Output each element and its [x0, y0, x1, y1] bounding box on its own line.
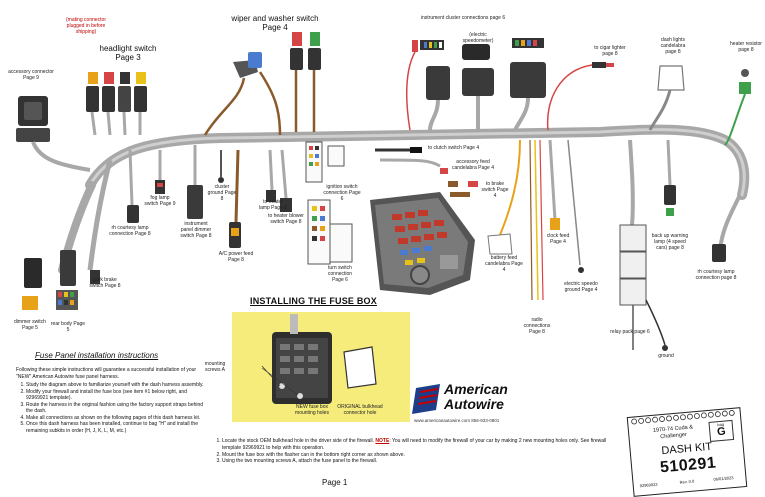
relay-pack — [619, 139, 668, 351]
instrument-cluster-connectors — [405, 38, 546, 131]
headlight-switch-connectors — [86, 72, 147, 136]
radio-connections-label: radio connections Page 8 — [523, 317, 551, 335]
ignition-turn-connectors — [305, 141, 353, 265]
cluster-ground-label: cluster ground Page 8 — [207, 184, 237, 202]
original-hole-label: ORIGINAL bulkhead connector hole — [337, 404, 383, 416]
electric-speedometer-label: (electric speedometer) — [462, 32, 494, 44]
wiper-switch-page: Page 4 — [262, 23, 288, 32]
rear-body-label: rear body Page 5 — [50, 321, 86, 333]
instruction-item: Route the harness in the original fashio… — [26, 402, 206, 415]
accessory-feed-label: accessory feed candelabra Page 4 — [452, 159, 494, 171]
brake-switch-label: to brake switch Page 4 — [481, 181, 509, 199]
instructions-block: Following these simple instructions will… — [16, 367, 206, 434]
wiper-switch-connectors — [203, 32, 321, 136]
backup-lamp-connector — [664, 139, 676, 216]
kit-revision: Rev. 0.0 — [679, 478, 695, 485]
kit-date: 06/01/2023 — [713, 475, 734, 482]
instructions-list: Study the diagram above to familiarize y… — [16, 382, 206, 434]
instructions-heading: Fuse Panel installation instructions — [35, 351, 159, 360]
backup-lamp-label: back up warning lamp (4 speed cars) page… — [651, 233, 689, 251]
clutch-switch-label: to clutch switch Page 4 — [428, 145, 480, 151]
park-brake-label: park brake switch Page 8 — [89, 277, 121, 289]
american-autowire-logo-mark — [412, 384, 440, 414]
instructions-intro: Following these simple instructions will… — [16, 367, 197, 380]
headlight-switch-title: headlight switch — [99, 44, 157, 53]
rh-courtesy-lamp-right — [712, 194, 742, 262]
new-holes-label: NEW fuse box mounting holes — [295, 404, 329, 416]
ignition-switch-label: ignition switch connection Page 6 — [323, 184, 361, 202]
instruction-item: Study the diagram above to familiarize y… — [26, 382, 206, 389]
battery-feed-label: battery feed candelabra Page 4 — [485, 255, 523, 273]
page-number: Page 1 — [322, 478, 348, 487]
cigar-lighter-label: to cigar lighter page 8 — [594, 45, 626, 57]
logo-contact: www.americanautowire.com 856-933-0801 — [414, 418, 500, 423]
kit-part-number: 92969923 — [639, 481, 658, 489]
note-label: NOTE — [375, 438, 390, 444]
cigar-lighter-connector — [546, 62, 614, 131]
fuse-box-heading: INSTALLING THE FUSE BOX — [250, 296, 377, 306]
instrument-dimmer-label: instrument panel dimmer switch Page 8 — [180, 221, 212, 239]
dash-lights-candelabra — [648, 65, 685, 131]
fuse-box — [370, 192, 475, 295]
electric-speedo-ground-label: electric speedo ground Page 4 — [564, 281, 598, 293]
mounting-screws-label: mounting screws A — [204, 361, 226, 373]
install-step: Mount the fuse box with the flasher can … — [222, 452, 612, 459]
left-branch-2 — [87, 159, 113, 271]
accessory-connector-label: accessory connector Page 9 — [8, 69, 54, 81]
ac-power-feed-label: A/C power feed Page 8 — [218, 251, 254, 263]
wiper-switch-title: wiper and washer switch — [231, 14, 319, 23]
rh-courtesy-lamp-label: rh courtesy lamp connection Page 8 — [109, 225, 151, 237]
instruction-item: Make all connections as shown on the fol… — [26, 415, 206, 422]
dimmer-rear-body-connectors — [22, 250, 100, 310]
kit-model: 1970-74 Cuda & Challenger — [652, 424, 694, 440]
fuse-install-photo-overlay — [261, 314, 377, 404]
fog-lamp-label: fog lamp switch Page 9 — [144, 195, 176, 207]
dimmer-switch-label: dimmer switch Page 5 — [14, 319, 46, 331]
install-step: Using the two mounting screws A, attach … — [222, 458, 612, 465]
ground-label: ground — [658, 353, 674, 359]
heater-blower-label: to heater blower switch Page 8 — [268, 213, 304, 225]
american-autowire-logo: American Autowire www.americanautowire.c… — [414, 381, 564, 423]
battery-feed-lead — [499, 139, 521, 236]
spiral-binding-icon — [631, 410, 735, 425]
dash-kit-card: 1970-74 Cuda & Challenger bag G DASH KIT… — [626, 407, 748, 497]
fuse-install-steps: Locate the stock OEM bulkhead hole in th… — [212, 438, 612, 465]
heater-lamp-label: to heater lamp Page 8 — [258, 199, 288, 211]
radio-lead — [534, 139, 539, 301]
logo-name: American Autowire — [444, 381, 508, 412]
mating-connector-note: (mating connector plugged in before ship… — [65, 17, 107, 35]
heater-resistor-label: heater resistor page 8 — [730, 41, 762, 53]
instruction-item: Once this dash harness has been installe… — [26, 421, 206, 434]
rh-courtesy-lamp-right-label: rh courtesy lamp connection page 8 — [695, 269, 737, 281]
instrument-cluster-label: instrument cluster connections page 6 — [420, 15, 506, 21]
left-lower-connectors — [127, 145, 292, 248]
heater-resistor — [724, 69, 751, 146]
headlight-switch-page: Page 3 — [115, 53, 141, 62]
instruction-item: Modify your firewall and install the fus… — [26, 389, 206, 402]
turn-switch-label: turn switch connection Page 6 — [327, 265, 353, 283]
clock-feed-label: clock feed Page 4 — [546, 233, 570, 245]
relay-pack-label: relay pack page 6 — [610, 329, 650, 335]
dash-lights-label: dash lights candelabra page 8 — [660, 37, 686, 55]
install-step: Locate the stock OEM bulkhead hole in th… — [222, 438, 612, 452]
